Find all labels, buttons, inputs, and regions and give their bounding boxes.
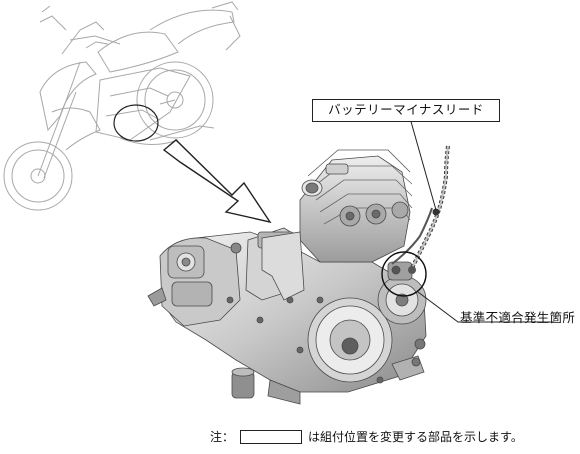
defect-location-label: 基準不適合発生箇所 bbox=[460, 310, 576, 325]
defect-highlight-circle bbox=[381, 251, 427, 297]
footnote-text: は組付位置を変更する部品を示します。 bbox=[308, 430, 523, 444]
motorcycle-outline bbox=[3, 1, 241, 211]
large-outline-arrow-icon bbox=[162, 139, 272, 224]
engine-illustration bbox=[147, 149, 433, 405]
footnote: 注： は組付位置を変更する部品を示します。 bbox=[210, 428, 523, 445]
legend-box-icon bbox=[240, 429, 303, 444]
battery-lead-label: バッテリーマイナスリード bbox=[312, 99, 500, 122]
battery-negative-lead bbox=[408, 145, 450, 274]
motorcycle-highlight-circle bbox=[113, 104, 159, 142]
lead-leader-line bbox=[409, 117, 437, 211]
footnote-prefix: 注： bbox=[210, 430, 235, 444]
defect-leader-line bbox=[417, 291, 554, 323]
